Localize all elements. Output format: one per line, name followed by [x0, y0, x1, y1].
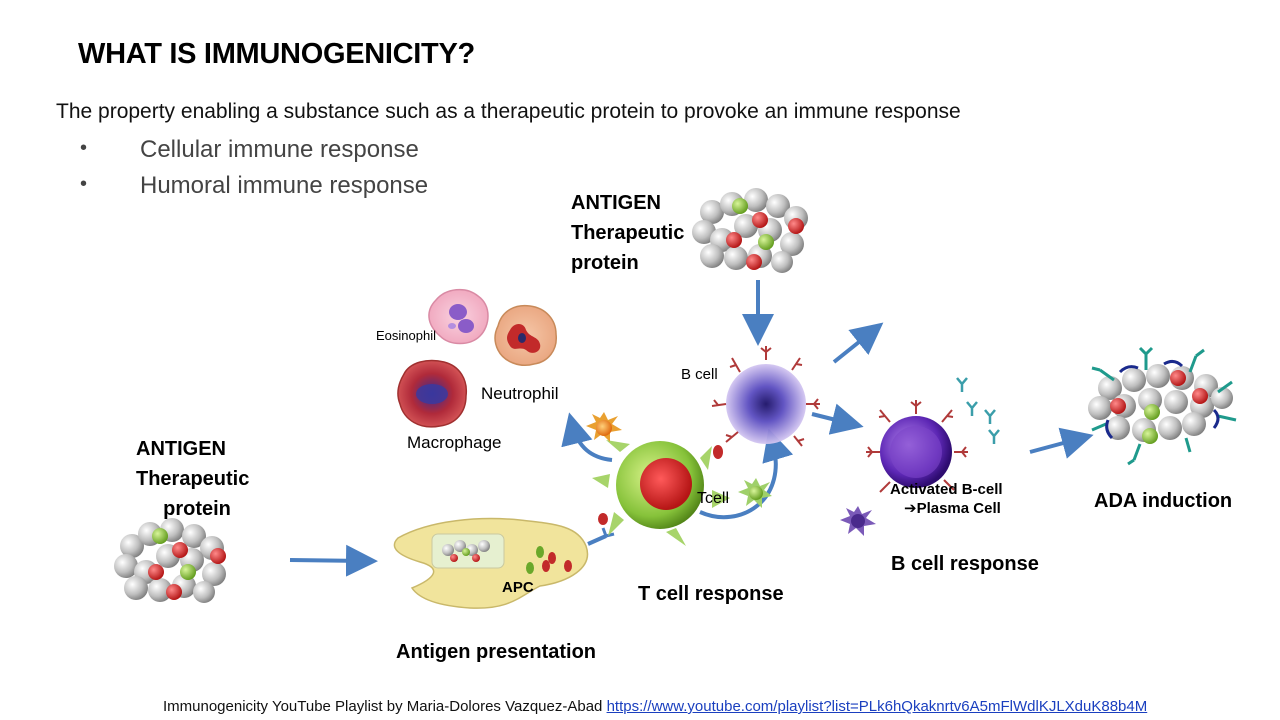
bullet-item: • Cellular immune response	[80, 136, 419, 164]
antigen-label-line: ANTIGEN	[136, 438, 226, 460]
cytokine-orange	[586, 412, 622, 442]
t-cell-label: Tcell	[697, 490, 730, 507]
antigen-cluster-top	[692, 188, 808, 273]
plasma-cell-label: ➔Plasma Cell	[904, 500, 1001, 517]
cytokine-purple	[840, 506, 876, 536]
stage-b-cell-response: B cell response	[891, 553, 1039, 575]
antigen-label-top: ANTIGEN Therapeutic protein	[571, 188, 684, 278]
footer: Immunogenicity YouTube Playlist by Maria…	[163, 698, 1147, 715]
antigen-label-line: ANTIGEN	[571, 192, 661, 214]
antigen-label-line: protein	[571, 252, 639, 274]
slide-subtitle: The property enabling a substance such a…	[56, 100, 961, 123]
stage-ada-induction: ADA induction	[1094, 490, 1233, 512]
bullet-item: • Humoral immune response	[80, 172, 428, 200]
antigen-label-line: protein	[163, 498, 231, 520]
bullet-dot-icon: •	[80, 173, 88, 195]
activated-b-cell-label: Activated B-cell	[890, 481, 1003, 498]
arrow-bcell-to-activated	[811, 403, 864, 435]
arrow-tcell-loop	[699, 428, 794, 520]
macrophage-cell	[397, 359, 468, 428]
macrophage-label: Macrophage	[407, 433, 502, 452]
antigen-label-left: ANTIGEN Therapeutic protein	[136, 434, 258, 524]
apc-cell	[393, 513, 615, 609]
playlist-link[interactable]: https://www.youtube.com/playlist?list=PL…	[606, 698, 1148, 715]
apc-label: APC	[502, 579, 534, 596]
bullet-text: Humoral immune response	[140, 172, 429, 199]
antigen-label-line: Therapeutic	[136, 468, 250, 490]
eosinophil-cell	[428, 288, 489, 345]
stage-antigen-presentation: Antigen presentation	[396, 641, 597, 663]
activated-b-cell	[866, 400, 968, 493]
b-cell-label: B cell	[681, 366, 718, 383]
stage-t-cell-response: T cell response	[638, 583, 784, 605]
antigen-cluster-left	[114, 518, 226, 603]
slide-title: WHAT IS IMMUNOGENICITY?	[78, 38, 475, 70]
antigen-label-line: Therapeutic	[571, 222, 685, 244]
arrow-tcell-to-myeloid	[561, 412, 613, 462]
cytokine-green	[738, 478, 772, 508]
ada-cluster	[1088, 346, 1237, 466]
t-cell	[592, 440, 730, 546]
neutrophil-label: Neutrophil	[481, 384, 559, 403]
arrow-antigen-to-apc	[289, 544, 378, 577]
footer-text: Immunogenicity YouTube Playlist by Maria…	[163, 698, 603, 715]
bullet-dot-icon: •	[80, 137, 88, 159]
arrow-bcell-up	[832, 322, 884, 364]
neutrophil-cell	[494, 304, 557, 366]
bullet-text: Cellular immune response	[140, 136, 419, 163]
arrow-to-ada	[1029, 427, 1094, 459]
eosinophil-label: Eosinophil	[376, 328, 436, 343]
antibodies-free	[956, 377, 1000, 444]
b-cell	[711, 346, 820, 447]
